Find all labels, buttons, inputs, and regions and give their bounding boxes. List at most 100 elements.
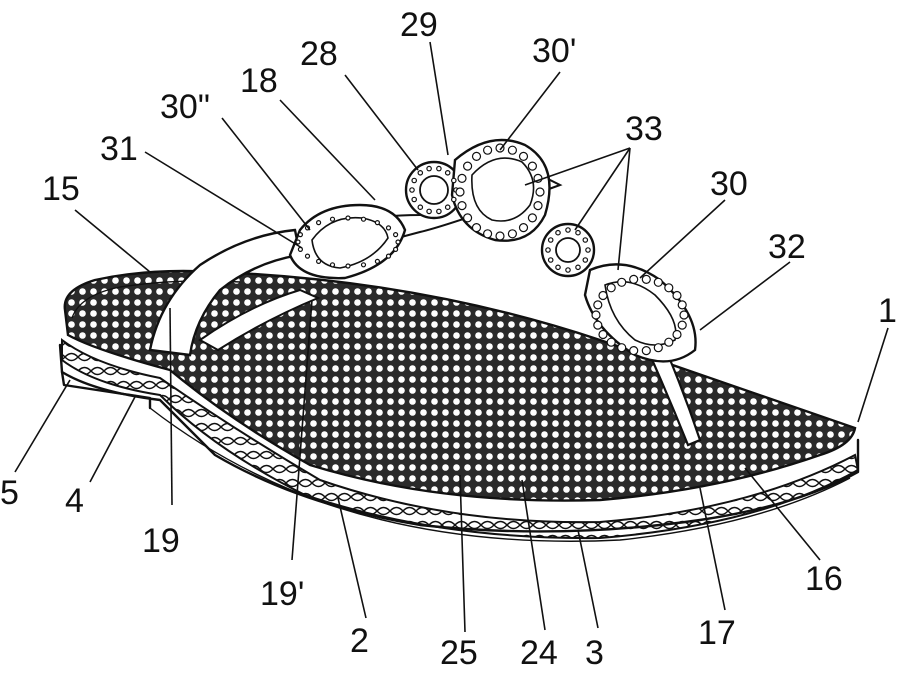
- bead: [547, 237, 554, 243]
- bead: [316, 258, 322, 264]
- ref-label-31: 31: [100, 130, 138, 168]
- bead: [679, 310, 689, 320]
- bead: [426, 165, 432, 172]
- bead: [345, 263, 351, 269]
- bead: [457, 173, 467, 183]
- ref-label-19-prime: 19': [260, 575, 304, 613]
- bead: [395, 239, 401, 245]
- ref-label-19: 19: [142, 522, 180, 560]
- ref-label-2: 2: [350, 622, 369, 660]
- bead: [483, 229, 493, 239]
- bead: [444, 170, 451, 176]
- bead: [507, 145, 518, 155]
- bead: [672, 290, 682, 301]
- bead: [463, 213, 473, 223]
- bead: [527, 161, 538, 171]
- ref-label-25: 25: [440, 634, 478, 672]
- bead: [450, 177, 457, 184]
- bead: [575, 264, 581, 271]
- bead: [677, 320, 687, 330]
- ref-label-30: 30: [710, 165, 748, 203]
- bead: [545, 247, 551, 253]
- bead: [471, 223, 482, 233]
- leader-lines: [14, 41, 889, 633]
- bead: [664, 283, 674, 293]
- bead: [411, 177, 418, 184]
- bead: [653, 277, 663, 287]
- bead: [598, 329, 608, 340]
- ref-label-28: 28: [300, 35, 338, 73]
- bead: [593, 300, 603, 310]
- bead: [555, 264, 561, 271]
- bead: [329, 216, 336, 222]
- reference-labels: 1 2 3 4 5 15 16 17 18 19 19' 24 25 28 29…: [0, 6, 897, 672]
- ref-label-3: 3: [585, 634, 604, 672]
- bead: [629, 346, 639, 356]
- ref-label-1: 1: [878, 292, 897, 330]
- bead: [565, 267, 571, 273]
- bead: [417, 170, 424, 176]
- bead: [677, 300, 687, 310]
- bead: [436, 208, 442, 215]
- bead: [533, 201, 543, 211]
- bead: [672, 329, 682, 340]
- bead: [426, 208, 432, 215]
- bead: [518, 223, 529, 233]
- bead: [360, 262, 367, 268]
- bead: [582, 257, 589, 263]
- bead: [565, 227, 571, 233]
- ref-label-16: 16: [805, 560, 843, 598]
- bead: [495, 231, 505, 241]
- bead: [316, 220, 322, 226]
- braided-rim: [61, 337, 860, 540]
- ref-label-30-prime: 30': [532, 32, 576, 70]
- bead: [606, 283, 616, 293]
- bead: [393, 246, 399, 252]
- bead: [385, 253, 392, 259]
- bead: [629, 274, 639, 284]
- bead: [641, 274, 651, 284]
- bead: [374, 258, 380, 264]
- bead: [664, 337, 674, 347]
- bead: [393, 232, 399, 238]
- strap-left: [148, 228, 321, 357]
- bead: [527, 213, 538, 223]
- bead: [547, 257, 554, 263]
- bead: [385, 225, 392, 231]
- bead: [360, 216, 367, 222]
- bead: [641, 346, 651, 356]
- ref-label-17: 17: [698, 614, 736, 652]
- bead-row: [295, 143, 689, 356]
- ref-label-29: 29: [400, 6, 438, 44]
- ref-label-32: 32: [768, 228, 806, 266]
- bead: [463, 161, 473, 171]
- bead: [582, 237, 589, 243]
- bead: [483, 145, 493, 155]
- bead: [598, 290, 608, 301]
- bead: [535, 187, 545, 197]
- bead: [455, 187, 465, 197]
- ref-label-4: 4: [65, 482, 84, 520]
- bead: [409, 187, 415, 193]
- bead: [295, 239, 301, 245]
- bead: [374, 220, 380, 226]
- jewel-ornament: [288, 138, 697, 363]
- ref-label-5: 5: [0, 474, 19, 512]
- ref-label-18: 18: [240, 62, 278, 100]
- bead: [507, 229, 518, 239]
- bead: [606, 337, 616, 347]
- bead: [575, 229, 581, 236]
- bead: [617, 277, 627, 287]
- bead: [518, 151, 529, 161]
- bead: [591, 310, 601, 320]
- ref-label-33: 33: [625, 110, 663, 148]
- ref-label-15: 15: [42, 170, 80, 208]
- bead: [495, 143, 505, 153]
- bead: [345, 215, 351, 221]
- bead: [436, 165, 442, 172]
- bead: [457, 201, 467, 211]
- bead: [450, 196, 457, 203]
- ref-label-30-double-prime: 30": [160, 88, 210, 126]
